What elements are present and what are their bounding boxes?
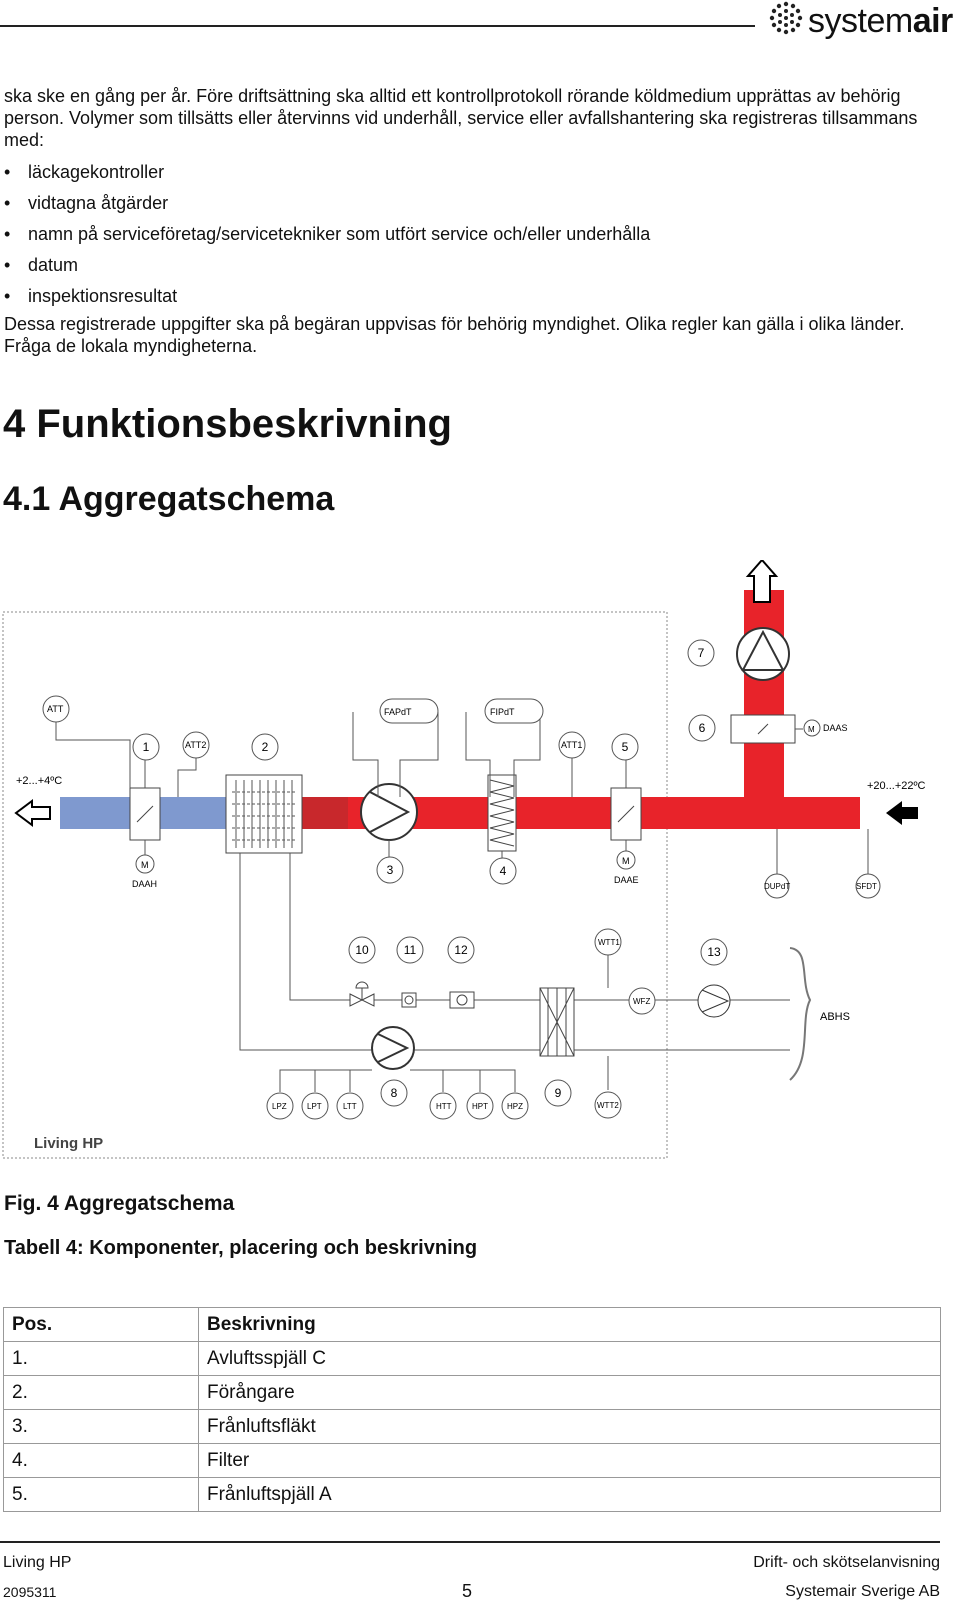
exhaust-arrow-icon xyxy=(745,560,779,603)
svg-text:ABHS: ABHS xyxy=(820,1011,850,1023)
list-item: datum xyxy=(4,254,650,285)
systemair-logo-icon xyxy=(769,1,803,35)
inlet-arrow-icon xyxy=(886,801,918,825)
svg-text:FIPdT: FIPdT xyxy=(490,707,515,717)
transition-duct xyxy=(300,797,348,829)
svg-text:LPZ: LPZ xyxy=(272,1102,287,1111)
svg-text:HPZ: HPZ xyxy=(507,1102,523,1111)
diagram-frame xyxy=(2,611,668,1159)
figure-caption: Fig. 4 Aggregatschema xyxy=(4,1192,235,1215)
footer-product: Living HP xyxy=(3,1554,72,1571)
svg-text:M: M xyxy=(808,725,815,734)
table-row: 5.Frånluftspjäll A xyxy=(3,1477,941,1512)
svg-text:2: 2 xyxy=(262,740,269,754)
table-row: 4.Filter xyxy=(3,1443,941,1478)
circulation-pump-icon xyxy=(697,984,731,1018)
svg-text:ATT2: ATT2 xyxy=(185,740,206,750)
evaporator-icon xyxy=(225,774,303,854)
header-rule xyxy=(0,25,755,27)
svg-text:LTT: LTT xyxy=(343,1102,357,1111)
svg-text:M: M xyxy=(622,856,630,866)
svg-text:HTT: HTT xyxy=(436,1102,452,1111)
svg-text:DAAE: DAAE xyxy=(614,875,639,885)
footer-doc-number: 2095311 xyxy=(3,1584,57,1600)
list-item: läckagekontroller xyxy=(4,161,650,192)
exhaust-duct xyxy=(744,590,784,797)
table-caption: Tabell 4: Komponenter, placering och bes… xyxy=(4,1237,478,1259)
list-item: inspektionsresultat xyxy=(4,285,650,316)
svg-text:WTT2: WTT2 xyxy=(597,1101,619,1110)
column-header: Pos. xyxy=(3,1307,199,1342)
svg-text:1: 1 xyxy=(143,740,150,754)
svg-text:8: 8 xyxy=(391,1086,398,1100)
svg-text:7: 7 xyxy=(698,646,705,660)
bullet-list: läckagekontroller vidtagna åtgärder namn… xyxy=(4,161,650,316)
compressor-icon xyxy=(371,1026,415,1070)
svg-text:SFDT: SFDT xyxy=(856,882,877,891)
svg-text:WFZ: WFZ xyxy=(633,997,650,1006)
svg-text:DAAH: DAAH xyxy=(132,879,157,889)
svg-text:6: 6 xyxy=(699,721,706,735)
intro-paragraph: ska ske en gång per år. Före driftsättni… xyxy=(4,86,918,150)
registration-paragraph: Dessa registrerade uppgifter ska på begä… xyxy=(4,314,905,356)
table-row: 1.Avluftsspjäll C xyxy=(3,1341,941,1376)
supply-fan-icon xyxy=(736,627,790,681)
svg-text:ATT1: ATT1 xyxy=(561,740,582,750)
table-header-row: Pos. Beskrivning xyxy=(3,1307,941,1342)
list-item: namn på serviceföretag/servicetekniker s… xyxy=(4,223,650,254)
svg-text:13: 13 xyxy=(707,945,721,959)
column-header: Beskrivning xyxy=(198,1307,941,1342)
svg-text:9: 9 xyxy=(555,1086,562,1100)
footer-rule xyxy=(0,1541,940,1543)
footer-company: Systemair Sverige AB xyxy=(785,1583,940,1600)
svg-text:10: 10 xyxy=(355,943,369,957)
svg-text:M: M xyxy=(141,860,149,870)
svg-text:ATT: ATT xyxy=(47,704,64,714)
temp-left-label: +2...+4ºC xyxy=(16,775,62,787)
svg-text:5: 5 xyxy=(622,740,629,754)
table-row: 3.Frånluftsfläkt xyxy=(3,1409,941,1444)
unit-schematic-diagram: +2...+4ºC +20...+22ºC M DAAH M DAAE M DA… xyxy=(2,560,926,1159)
subsection-heading: 4.1 Aggregatschema xyxy=(3,480,335,518)
warm-duct xyxy=(348,797,860,829)
svg-text:12: 12 xyxy=(454,943,468,957)
svg-text:4: 4 xyxy=(500,864,507,878)
svg-text:3: 3 xyxy=(387,863,394,877)
svg-text:11: 11 xyxy=(404,943,417,957)
svg-text:HPT: HPT xyxy=(472,1102,488,1111)
svg-text:DUPdT: DUPdT xyxy=(764,882,790,891)
components-table: Pos. Beskrivning 1.Avluftsspjäll C 2.För… xyxy=(3,1307,941,1512)
outlet-arrow-icon xyxy=(14,799,51,827)
systemair-logo: systemair xyxy=(808,2,953,40)
svg-text:LPT: LPT xyxy=(307,1102,322,1111)
svg-text:WTT1: WTT1 xyxy=(598,938,620,947)
list-item: vidtagna åtgärder xyxy=(4,192,650,223)
page-number: 5 xyxy=(462,1581,473,1601)
table-row: 2.Förångare xyxy=(3,1375,941,1410)
motor-icon xyxy=(135,854,155,874)
section-heading: 4 Funktionsbeskrivning xyxy=(3,402,452,446)
svg-text:FAPdT: FAPdT xyxy=(384,707,412,717)
footer-doc-title: Drift- och skötselanvisning xyxy=(753,1554,940,1571)
svg-text:DAAS: DAAS xyxy=(823,723,848,733)
unit-name-label: Living HP xyxy=(34,1135,103,1152)
temp-right-label: +20...+22ºC xyxy=(867,780,926,792)
